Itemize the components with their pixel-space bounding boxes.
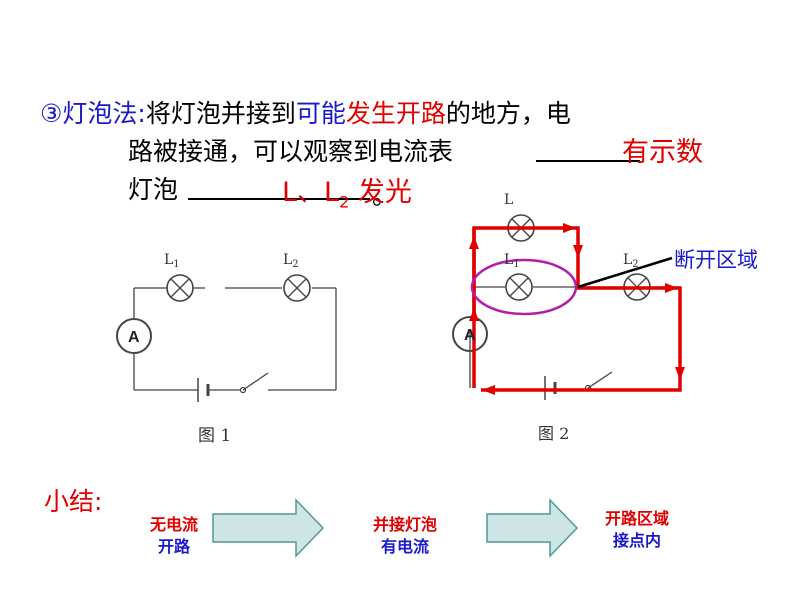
heading-line2: 路被接通，可以观察到电流表	[128, 137, 454, 166]
fig1-ammeter-label: A	[128, 329, 140, 346]
fig1-ammeter	[116, 318, 152, 354]
fig2-switch-blade	[587, 371, 613, 389]
heading-text-c: 发生开路	[345, 99, 446, 128]
break-region-label: 断开区域	[674, 248, 758, 272]
answer-bulbs: L、L2 发光	[282, 170, 412, 211]
summary-step-2: 并接灯泡 有电流	[360, 514, 450, 558]
fig2-ammeter-label: A	[464, 327, 476, 344]
step1-line2: 开路	[157, 537, 190, 556]
arrow-down-right	[675, 367, 685, 380]
summary-arrows	[212, 498, 579, 558]
fig1-lamp2	[283, 274, 311, 302]
arrow-up-left	[469, 236, 479, 249]
heading-text-d: 的地方，电	[445, 99, 571, 128]
step2-line1: 并接灯泡	[372, 515, 437, 534]
blank-end-dot: 。	[372, 181, 398, 210]
fig2-lamp1-label: L1	[504, 252, 520, 270]
summary-step-3: 开路区域 接点内	[592, 508, 682, 552]
heading-text-a: 将灯泡并接到	[145, 99, 296, 128]
answer-bulbs-sub: 2	[339, 192, 350, 212]
step2-line2: 有电流	[380, 537, 429, 556]
fig1-switch-blade	[242, 372, 269, 391]
break-region-ellipse	[470, 258, 578, 316]
fig2-lamp1-cross-b	[509, 277, 529, 297]
summary-step-1: 无电流 开路	[139, 514, 209, 558]
step1-line1: 无电流	[149, 515, 198, 534]
fig1-caption: 图 1	[198, 426, 231, 446]
fig1-lamp2-cross-b	[287, 278, 307, 298]
figure1-circuit	[116, 274, 337, 402]
arrow-left-bottom	[482, 385, 495, 395]
method-marker: ③灯泡法:	[40, 99, 146, 128]
break-region-pointer	[577, 256, 673, 289]
summary-title: 小结:	[44, 487, 103, 516]
step3-line2: 接点内	[612, 531, 661, 550]
bulbs-blank	[188, 198, 370, 200]
arrow-up-lower	[469, 308, 479, 321]
answer-bulbs-a: L、L	[282, 177, 340, 208]
fig2-lampL-label: L	[504, 192, 513, 208]
arrow-right-mid	[665, 283, 678, 293]
fig1-lamp2-label: L2	[283, 252, 299, 270]
fig1-lamp1-label: L1	[164, 252, 180, 270]
fig2-caption: 图 2	[538, 424, 569, 443]
fig1-switch-pivot	[239, 386, 247, 394]
method-heading: ③灯泡法:将灯泡并接到可能发生开路的地方，电	[40, 94, 571, 130]
fig1-lamp1-cross-b	[170, 278, 190, 298]
fig1-lamp1	[166, 274, 194, 302]
figure2-circuit	[452, 214, 680, 400]
ammeter-blank	[536, 160, 640, 162]
answer-ammeter: 有示数	[622, 137, 703, 168]
arrow-right-top	[563, 223, 576, 233]
summary-arrow-2	[486, 498, 579, 558]
fig2-ammeter	[452, 316, 488, 352]
fig2-lamp1	[505, 273, 533, 301]
fig2-lamp2-label: L2	[623, 252, 639, 270]
arrow-down-mid	[573, 245, 583, 258]
heading-text-b: 可能	[295, 99, 346, 128]
heading-line3: 灯泡	[128, 175, 179, 204]
answer-bulbs-b: 发光	[357, 177, 412, 208]
step3-line1: 开路区域	[604, 509, 669, 528]
summary-arrow-1	[212, 498, 325, 558]
